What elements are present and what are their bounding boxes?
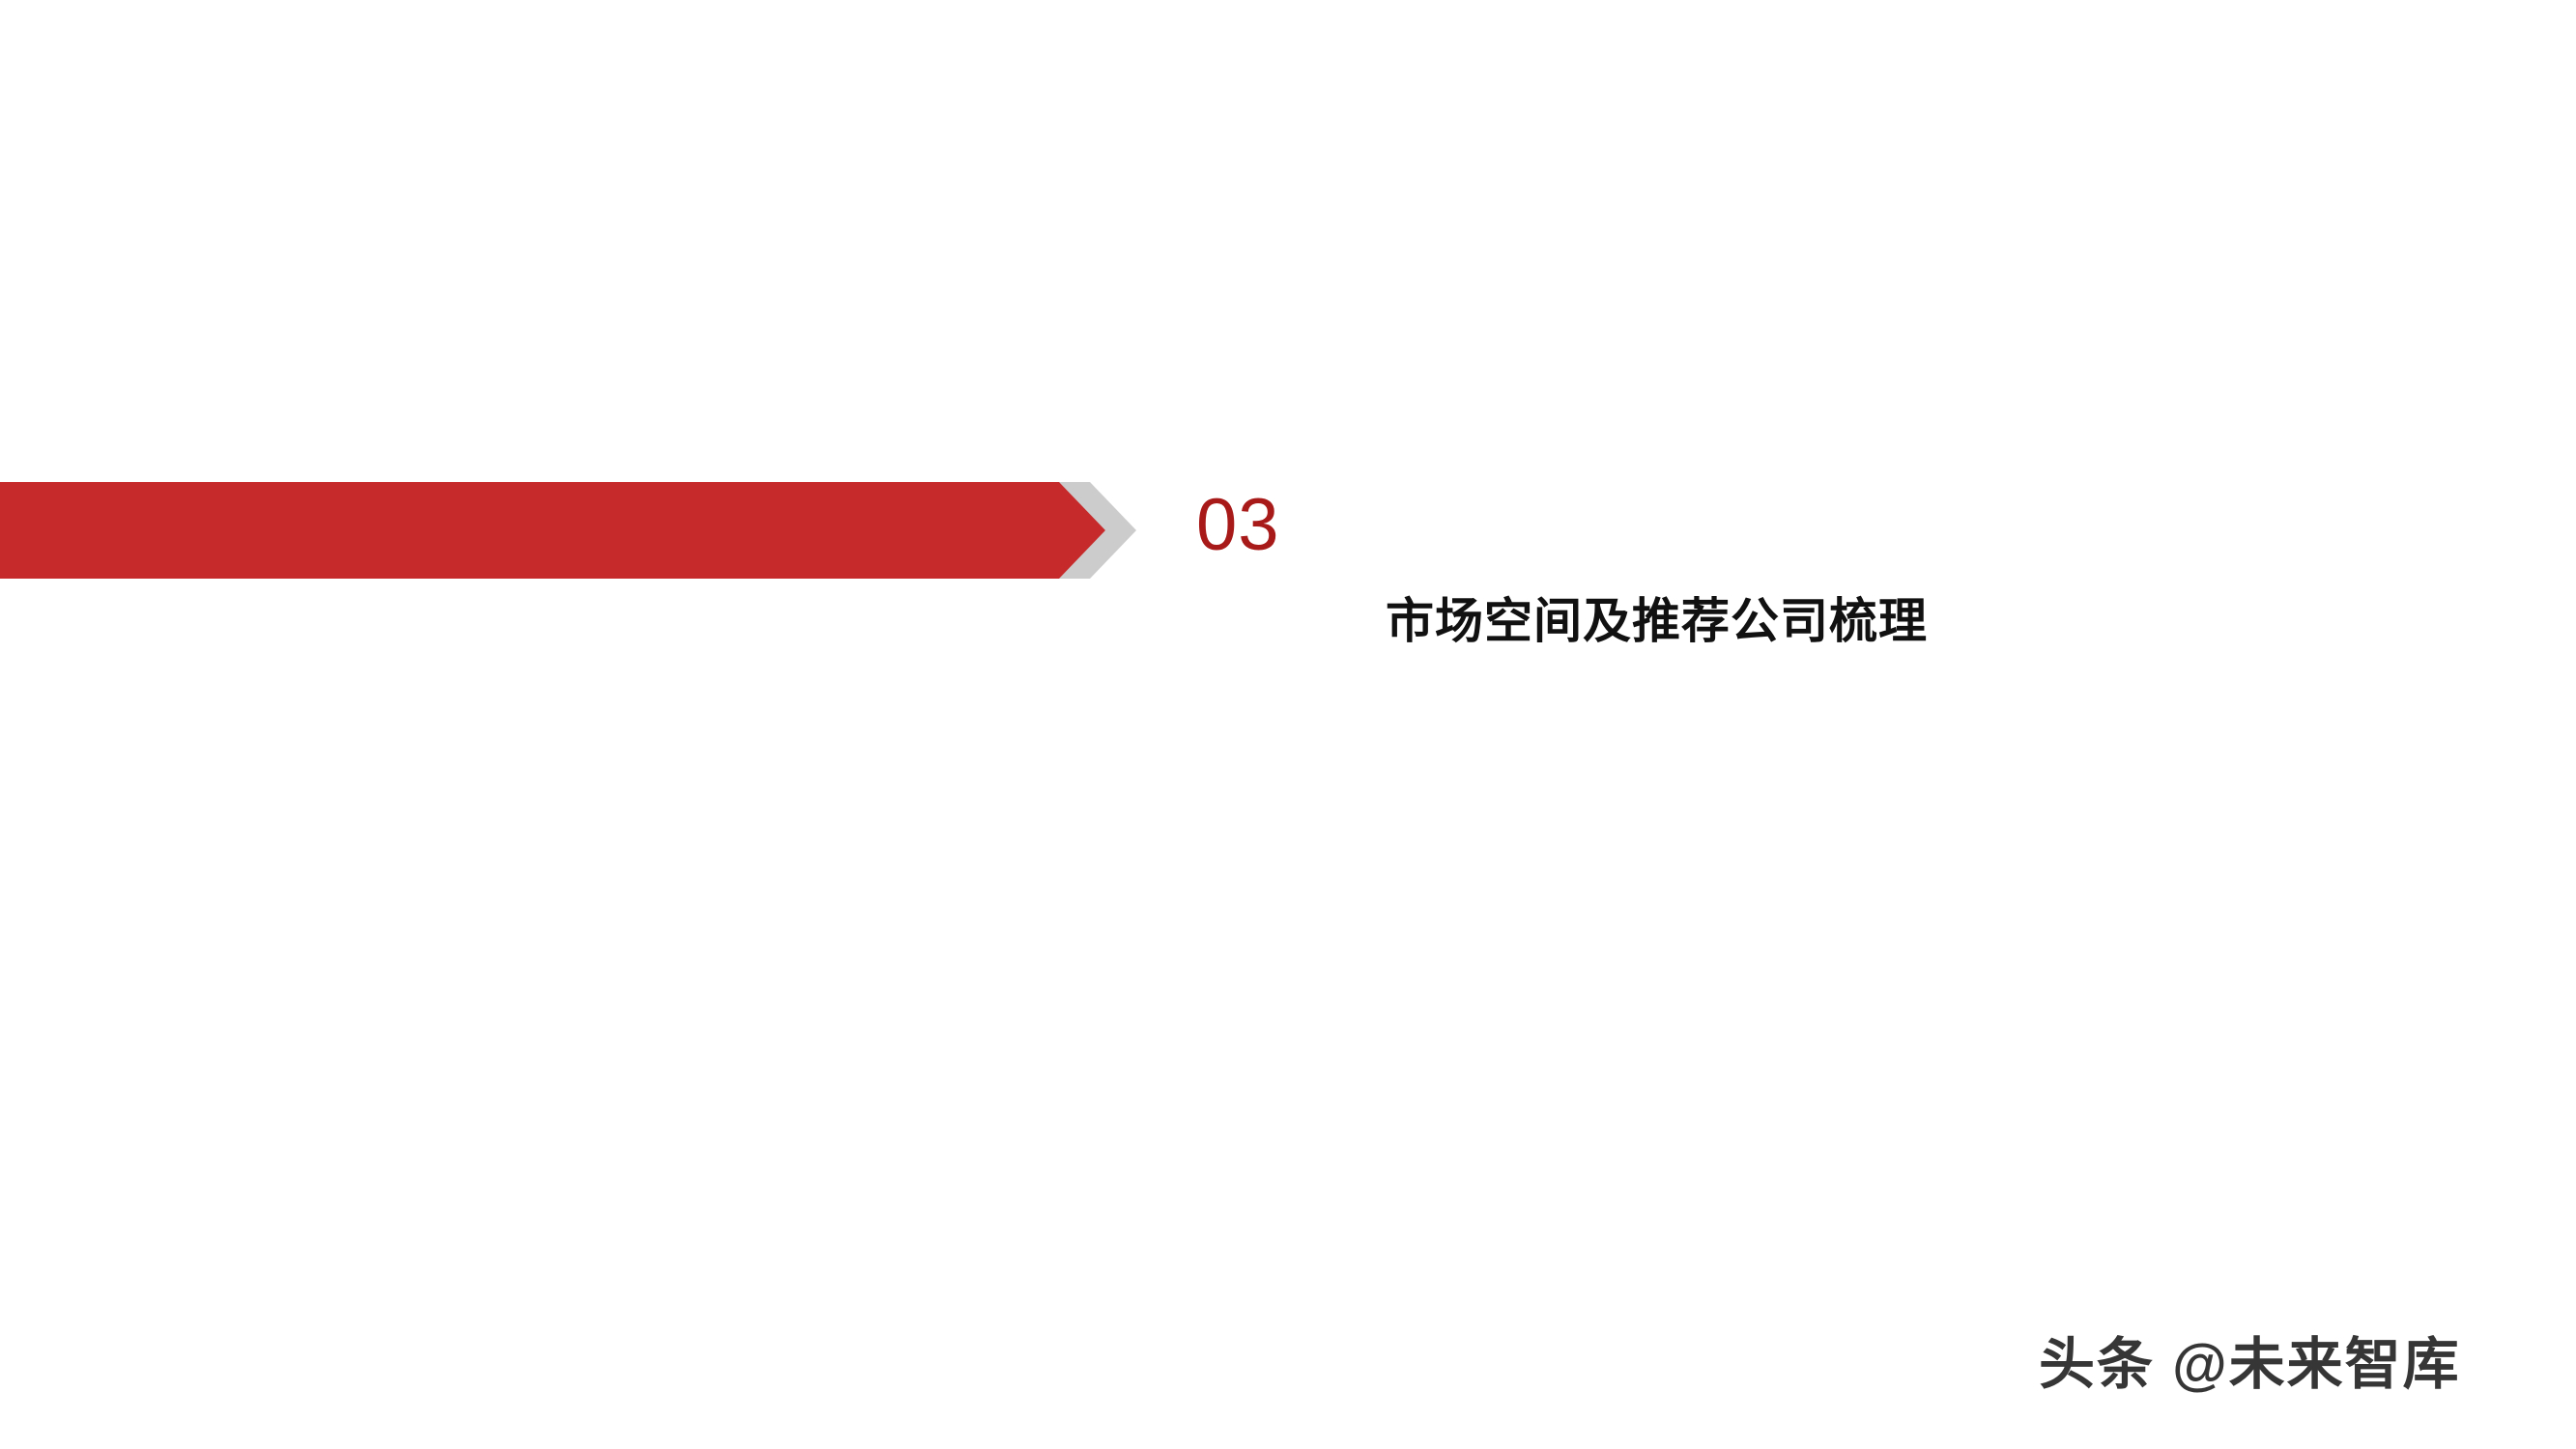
chevron-graphic xyxy=(0,482,1136,579)
section-title: 市场空间及推荐公司梳理 xyxy=(1386,594,1928,648)
red-chevron-icon xyxy=(0,482,1105,579)
watermark-text: 头条 @未来智库 xyxy=(2039,1333,2461,1396)
section-number: 03 xyxy=(1196,484,1280,566)
section-chevron-band xyxy=(0,482,1140,579)
